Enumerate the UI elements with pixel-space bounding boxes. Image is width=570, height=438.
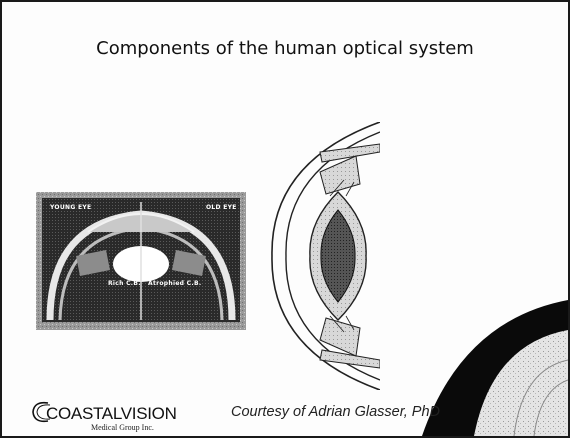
logo-name: COASTALVISION bbox=[46, 404, 177, 424]
slide-title: Components of the human optical system bbox=[2, 38, 568, 59]
young-vs-old-eye-image: YOUNG EYE OLD EYE Rich C.B. Atrophied C.… bbox=[36, 192, 246, 330]
eye-closeup-image bbox=[422, 300, 568, 436]
image-credit: Courtesy of Adrian Glasser, PhD bbox=[231, 404, 440, 420]
atrophied-cb-label: Atrophied C.B. bbox=[148, 280, 201, 287]
old-eye-label: OLD EYE bbox=[206, 204, 237, 211]
logo-subtitle: Medical Group Inc. bbox=[91, 423, 154, 432]
rich-cb-label: Rich C.B. bbox=[108, 280, 141, 287]
young-eye-label: YOUNG EYE bbox=[50, 204, 91, 211]
coastalvision-logo: COASTALVISION Medical Group Inc. bbox=[30, 399, 190, 433]
lens-diagram-image bbox=[264, 122, 380, 390]
